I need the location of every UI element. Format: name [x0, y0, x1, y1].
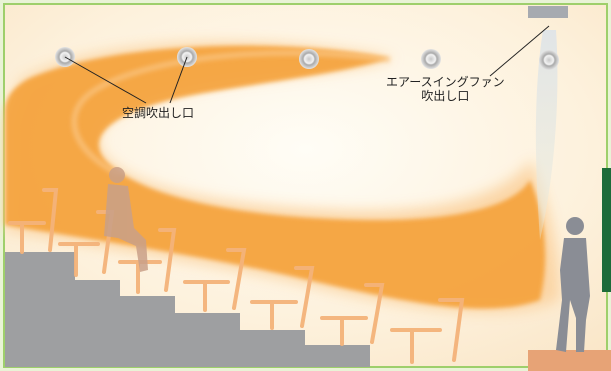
ceiling-diffuser-icon [299, 49, 319, 69]
ceiling-diffuser-icon [421, 49, 441, 69]
seat-row-7 [390, 298, 465, 364]
stage-platform [528, 350, 611, 371]
seat-row-1 [8, 188, 59, 254]
leader-lines [64, 25, 550, 104]
swing-fan-label-line1: エアースイングファン [386, 75, 505, 89]
seated-person-silhouette [104, 167, 148, 272]
person-silhouette-icon [556, 217, 590, 352]
wall-sign [602, 168, 611, 292]
stairs [5, 252, 370, 367]
swing-fan-label-line2: 吹出し口 [421, 89, 470, 103]
swing-fan-jet [535, 30, 558, 240]
seat-row-6 [320, 283, 385, 346]
swing-fan-label: エアースイングファン 吹出し口 [386, 75, 505, 103]
seat-row-5 [250, 266, 315, 330]
seat-row-4 [183, 248, 247, 312]
air-outlet-label: 空調吹出し口 [122, 106, 195, 120]
ceiling-diffuser-icon [539, 50, 559, 70]
ceiling-outlets [55, 47, 559, 70]
swing-fan-icon [528, 6, 568, 18]
